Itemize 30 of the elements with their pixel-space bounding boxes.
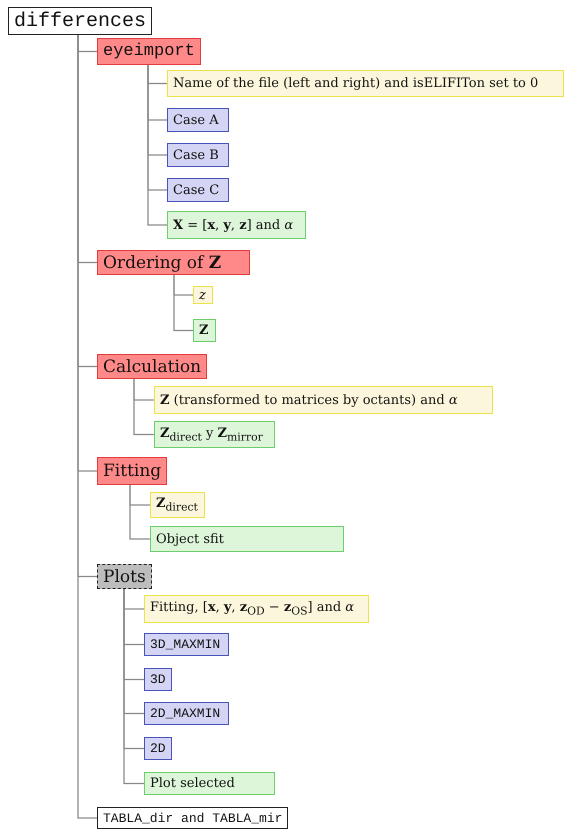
tree-connector [129, 485, 150, 540]
title-box: differences [8, 7, 152, 35]
input-box: Z$_{direct}$ [150, 492, 205, 518]
output-box: Object sfit [150, 526, 344, 552]
section-box: Plots [97, 564, 152, 589]
option-box: 2D_MAXMIN [144, 702, 229, 725]
option-box: 3D_MAXMIN [144, 633, 229, 656]
tree-connector [77, 35, 97, 819]
option-box: Case A [167, 108, 229, 132]
input-box: z [193, 286, 213, 304]
option-box: Case B [167, 143, 229, 167]
title-box: TABLA_dir and TABLA_mir [97, 807, 288, 829]
section-box: eyeimport [97, 38, 201, 65]
option-box: 2D [144, 737, 172, 760]
output-box: Z [193, 319, 216, 342]
section-box: Ordering of Z [97, 250, 250, 275]
tree-connector [173, 275, 193, 332]
section-box: Fitting [97, 457, 168, 485]
section-box: Calculation [97, 354, 208, 379]
input-box: Fitting, [x, y, z$_{OD}$ − z$_{OS}$] and α [144, 595, 369, 623]
option-box: 3D [144, 668, 172, 691]
tree-connector [147, 65, 167, 226]
tree-connector [133, 379, 154, 436]
option-box: Case C [167, 178, 229, 202]
input-box: Name of the file (left and right) and isELIFITon set to 0 [167, 70, 564, 97]
output-box: Z$_{direct}$ y Z$_{mirror}$ [154, 421, 275, 448]
tree-connector [123, 589, 144, 784]
input-box: Z (transformed to matrices by octants) and α [154, 386, 493, 414]
output-box: Plot selected [144, 772, 275, 795]
output-box: X = [x, y, z] and α [167, 211, 306, 239]
